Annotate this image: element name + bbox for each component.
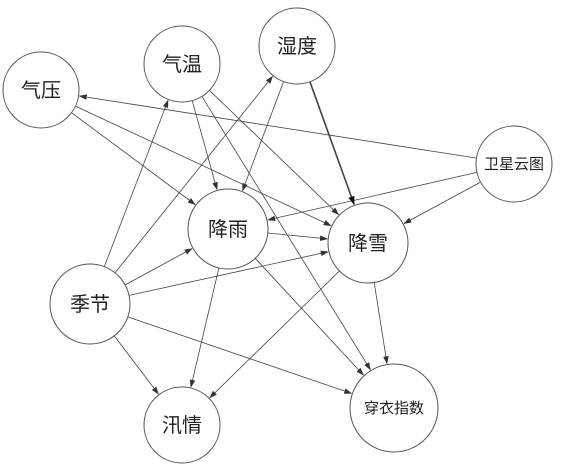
- node-chuanyi-circle: [349, 363, 439, 453]
- edge-shidu-to-jiangyu: [242, 81, 284, 192]
- edge-qiwen-to-chuanyi: [201, 96, 371, 371]
- node-qiya-circle: [2, 51, 80, 129]
- node-xunqing: 汛情: [143, 386, 221, 464]
- node-qiwen-label: 气温: [162, 52, 202, 76]
- edge-jijie-to-qiwen: [103, 99, 169, 267]
- edge-jijie-to-jiangyu: [124, 248, 193, 286]
- edge-jijie-to-shidu: [114, 75, 274, 274]
- node-jijie-circle: [49, 263, 131, 345]
- edges-layer: [71, 75, 481, 399]
- node-chuanyi: 穿衣指数: [349, 363, 439, 453]
- edge-weixing-to-jiangxue: [403, 181, 481, 224]
- edge-weixing-to-jiangyu: [267, 172, 477, 222]
- edge-weixing-to-qiya: [78, 94, 477, 159]
- node-chuanyi-label: 穿衣指数: [364, 399, 424, 417]
- node-qiwen: 气温: [143, 25, 221, 103]
- edge-qiya-to-jiangyu: [71, 112, 196, 205]
- nodes-layer: 气压 气温 湿度 卫星云图 降雨 降雪 季节 汛情: [2, 7, 553, 464]
- edge-jiangyu-to-chuanyi: [254, 258, 364, 376]
- edge-jijie-to-xunqing: [113, 335, 159, 395]
- node-weixing-label: 卫星云图: [484, 155, 544, 173]
- edge-jijie-to-chuanyi: [127, 316, 353, 394]
- node-jiangyu: 降雨: [187, 188, 269, 270]
- edge-qiwen-to-jiangxue: [209, 90, 340, 216]
- node-shidu-label: 湿度: [277, 34, 317, 58]
- edge-jiangxue-to-chuanyi: [373, 282, 389, 365]
- node-jiangxue: 降雪: [327, 202, 409, 284]
- node-qiwen-circle: [143, 25, 221, 103]
- node-jiangyu-circle: [187, 188, 269, 270]
- edge-jijie-to-jiangxue: [129, 250, 329, 296]
- node-xunqing-circle: [143, 386, 221, 464]
- node-shidu-circle: [258, 7, 336, 85]
- node-weixing: 卫星云图: [475, 125, 553, 203]
- node-xunqing-label: 汛情: [162, 413, 202, 437]
- node-jiangyu-label: 降雨: [208, 217, 248, 241]
- edge-jiangyu-to-xunqing: [189, 267, 220, 388]
- node-weixing-circle: [475, 125, 553, 203]
- node-shidu: 湿度: [258, 7, 336, 85]
- edge-jiangyu-to-jiangxue: [267, 232, 328, 241]
- node-qiya-label: 气压: [21, 78, 61, 102]
- node-jijie: 季节: [49, 263, 131, 345]
- edge-qiwen-to-jiangyu: [191, 100, 218, 191]
- edge-qiya-to-jiangxue: [75, 105, 332, 226]
- node-jiangxue-circle: [327, 202, 409, 284]
- node-jiangxue-label: 降雪: [348, 231, 388, 255]
- node-qiya: 气压: [2, 51, 80, 129]
- node-jijie-label: 季节: [70, 292, 110, 316]
- edge-shidu-to-jiangxue: [309, 81, 355, 206]
- edge-jiangxue-to-xunqing: [209, 270, 340, 399]
